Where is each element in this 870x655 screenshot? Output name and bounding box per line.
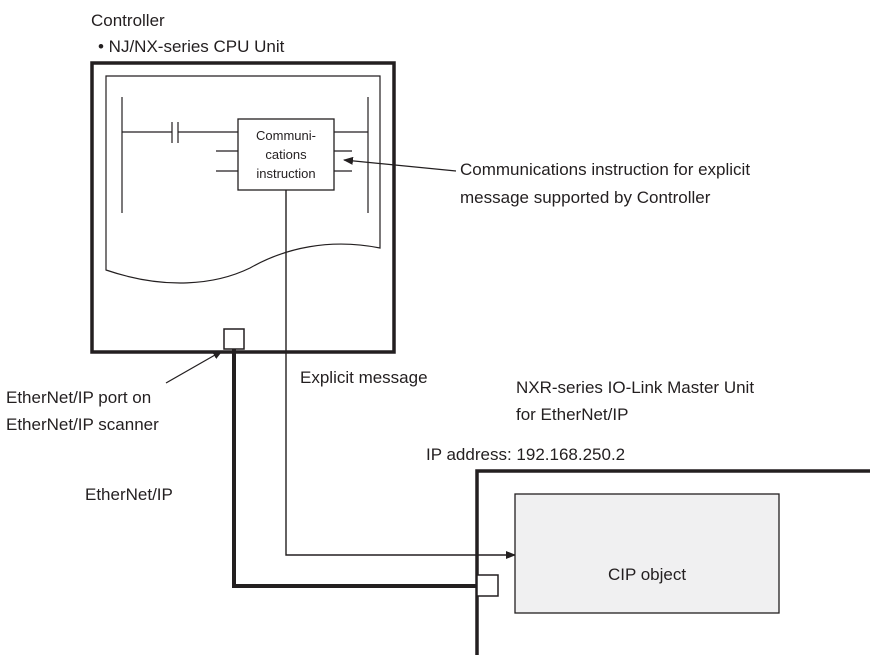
controller-box xyxy=(90,61,396,354)
ladder-contact xyxy=(122,122,368,143)
communications-instruction-block xyxy=(237,118,335,191)
cip-object-label: CIP object xyxy=(608,565,686,584)
controller-ethernet-port xyxy=(223,328,245,350)
instruction-label-line3: instruction xyxy=(256,166,315,181)
callout-instruction-line2: message supported by Controller xyxy=(460,188,711,207)
controller-subtitle: • NJ/NX-series CPU Unit xyxy=(98,37,285,56)
port-callout-arrow xyxy=(165,350,223,384)
master-unit-line2: for EtherNet/IP xyxy=(516,405,628,424)
master-unit-ethernet-port xyxy=(476,574,499,597)
network-label: EtherNet/IP xyxy=(85,485,173,504)
controller-title: Controller xyxy=(91,11,165,30)
explicit-message-path xyxy=(285,190,516,559)
instruction-pins xyxy=(216,150,352,172)
master-unit-line1: NXR-series IO-Link Master Unit xyxy=(516,378,754,397)
port-label-line1: EtherNet/IP port on xyxy=(6,388,151,407)
instruction-callout-arrow xyxy=(343,156,457,172)
callout-instruction-line1: Communications instruction for explicit xyxy=(460,160,750,179)
master-unit-ip-address: IP address: 192.168.250.2 xyxy=(426,445,625,464)
instruction-label-line2: cations xyxy=(265,147,307,162)
program-sheet xyxy=(105,75,381,284)
cip-object-box xyxy=(514,493,780,614)
instruction-label-line1: Communi- xyxy=(256,128,316,143)
explicit-message-label: Explicit message xyxy=(300,368,428,387)
port-label-line2: EtherNet/IP scanner xyxy=(6,415,159,434)
ethernet-ip-cable xyxy=(232,349,477,588)
